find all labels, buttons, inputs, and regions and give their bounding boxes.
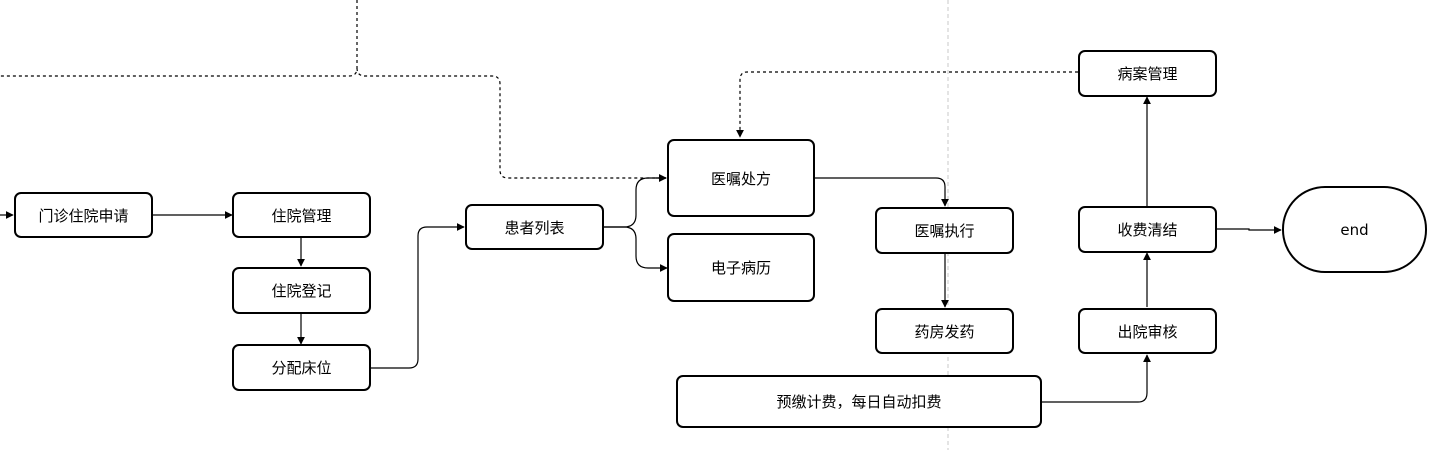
node-label: 分配床位	[271, 359, 332, 377]
node-label: 收费清结	[1117, 221, 1178, 239]
node-label: 病案管理	[1117, 65, 1178, 83]
dashed-edge-to-prescription	[0, 0, 666, 179]
node-label: 医嘱执行	[914, 222, 975, 240]
node-medical-order-prescription[interactable]: 医嘱处方	[667, 139, 815, 217]
node-bed-assignment[interactable]: 分配床位	[232, 344, 371, 391]
node-label: 门诊住院申请	[38, 206, 129, 225]
node-label: 患者列表	[504, 218, 565, 237]
node-label: 住院登记	[271, 282, 332, 300]
dashed-edge-records-to-prescription	[736, 71, 1078, 138]
node-inpatient-management[interactable]: 住院管理	[232, 192, 371, 238]
edge-prescription-to-execution	[815, 177, 949, 207]
node-pharmacy-dispensing[interactable]: 药房发药	[875, 308, 1014, 354]
node-label: 住院管理	[271, 206, 332, 225]
node-order-execution[interactable]: 医嘱执行	[875, 207, 1014, 254]
edge-settlement-to-end	[1217, 226, 1282, 234]
edge-bed-to-patient-list	[371, 223, 465, 369]
edge-patient-list-to-prescription	[604, 174, 667, 228]
node-fee-settlement[interactable]: 收费清结	[1078, 206, 1217, 253]
node-electronic-medical-record[interactable]: 电子病历	[667, 233, 815, 302]
node-label: 医嘱处方	[710, 169, 771, 188]
node-medical-record-management[interactable]: 病案管理	[1078, 50, 1217, 97]
node-label: end	[1340, 220, 1369, 239]
node-discharge-review[interactable]: 出院审核	[1078, 308, 1217, 354]
node-outpatient-application[interactable]: 门诊住院申请	[14, 192, 153, 238]
edge-patient-list-to-emr	[604, 226, 668, 272]
node-inpatient-registration[interactable]: 住院登记	[232, 267, 371, 314]
node-end[interactable]: end	[1282, 186, 1427, 273]
node-patient-list[interactable]: 患者列表	[465, 204, 604, 250]
node-label: 电子病历	[710, 259, 771, 277]
node-label: 药房发药	[914, 322, 975, 341]
edge-prepayment-to-discharge	[1042, 354, 1151, 403]
node-prepayment-billing[interactable]: 预缴计费，每日自动扣费	[676, 375, 1042, 428]
node-label: 预缴计费，每日自动扣费	[776, 393, 942, 411]
node-label: 出院审核	[1117, 322, 1178, 341]
